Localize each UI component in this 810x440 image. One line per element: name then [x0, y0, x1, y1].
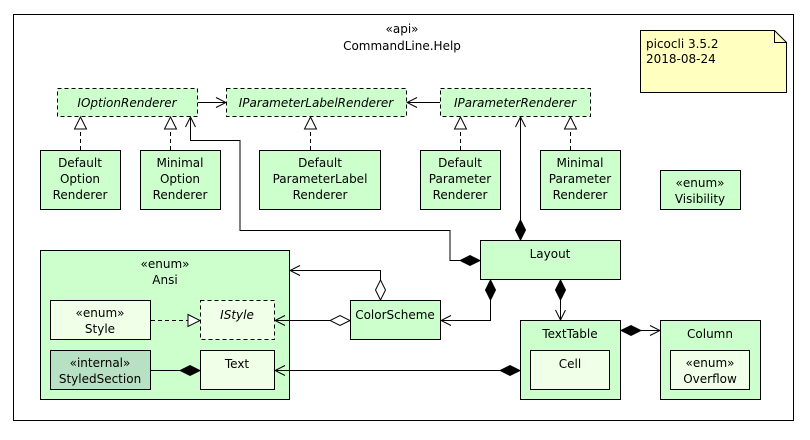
iparameterrenderer-label: IParameterRenderer	[454, 96, 577, 110]
svg-text:Overflow: Overflow	[683, 372, 737, 386]
svg-text:«enum»: «enum»	[676, 176, 725, 190]
class-column: Column «enum» Overflow	[660, 320, 761, 400]
enum-style: «enum» Style	[50, 300, 151, 340]
class-text-table: TextTable Cell	[520, 320, 621, 400]
svg-text:Text: Text	[224, 357, 250, 371]
colorscheme-to-ansi	[290, 271, 381, 301]
svg-text:Parameter: Parameter	[549, 172, 611, 186]
svg-text:Option: Option	[60, 172, 100, 186]
svg-text:Minimal: Minimal	[156, 156, 203, 170]
svg-text:Ansi: Ansi	[152, 273, 177, 287]
svg-text:«internal»: «internal»	[70, 356, 131, 370]
svg-text:Default: Default	[58, 156, 102, 170]
svg-text:StyledSection: StyledSection	[59, 372, 141, 386]
svg-text:Layout: Layout	[530, 247, 571, 261]
version-note: picocli 3.5.2 2018-08-24	[640, 30, 787, 93]
interface-iparameterlabelrenderer: IParameterLabelRenderer	[226, 88, 407, 117]
layout-to-colorscheme	[441, 280, 491, 321]
class-default-parameterlabel-renderer: Default ParameterLabel Renderer	[259, 150, 381, 210]
ioptionrenderer-label: IOptionRenderer	[77, 96, 177, 110]
interface-iparameterrenderer: IParameterRenderer	[440, 88, 591, 117]
iparameterlabelrenderer-label: IParameterLabelRenderer	[239, 96, 395, 110]
svg-text:Renderer: Renderer	[153, 188, 208, 202]
note-version: picocli 3.5.2	[646, 37, 719, 51]
interface-ioptionrenderer: IOptionRenderer	[57, 88, 198, 117]
svg-text:Renderer: Renderer	[53, 188, 108, 202]
svg-text:ParameterLabel: ParameterLabel	[273, 172, 368, 186]
class-styled-section: «internal» StyledSection	[50, 350, 151, 390]
svg-text:IStyle: IStyle	[220, 308, 254, 322]
svg-text:«enum»: «enum»	[141, 257, 190, 271]
class-color-scheme: ColorScheme	[350, 300, 441, 340]
class-default-parameter-renderer: Default Parameter Renderer	[420, 150, 501, 210]
svg-text:Default: Default	[438, 156, 482, 170]
svg-text:Option: Option	[160, 172, 200, 186]
layout-to-ioptionrenderer	[191, 117, 481, 261]
package-stereotype: «api»	[386, 22, 419, 36]
class-default-option-renderer: Default Option Renderer	[40, 150, 121, 210]
svg-text:Style: Style	[85, 322, 115, 336]
svg-text:Renderer: Renderer	[433, 188, 488, 202]
svg-text:Parameter: Parameter	[429, 172, 491, 186]
svg-text:«enum»: «enum»	[76, 306, 125, 320]
enum-visibility: «enum» Visibility	[660, 170, 741, 210]
svg-text:Minimal: Minimal	[556, 156, 603, 170]
class-minimal-option-renderer: Minimal Option Renderer	[140, 150, 221, 210]
svg-text:Visibility: Visibility	[675, 192, 725, 206]
svg-text:«enum»: «enum»	[686, 356, 735, 370]
svg-text:Default: Default	[298, 156, 342, 170]
class-layout: Layout	[480, 240, 621, 280]
svg-text:Renderer: Renderer	[553, 188, 608, 202]
class-text: Text	[200, 350, 275, 390]
class-cell	[530, 350, 610, 390]
interface-istyle: IStyle	[200, 300, 275, 340]
svg-text:Column: Column	[687, 327, 733, 341]
svg-text:TextTable: TextTable	[541, 327, 597, 341]
package-name: CommandLine.Help	[343, 39, 461, 53]
svg-text:Renderer: Renderer	[293, 188, 348, 202]
enum-overflow	[670, 350, 750, 390]
note-date: 2018-08-24	[646, 52, 716, 66]
svg-text:Cell: Cell	[559, 357, 581, 371]
class-minimal-parameter-renderer: Minimal Parameter Renderer	[540, 150, 621, 210]
svg-text:ColorScheme: ColorScheme	[355, 308, 435, 322]
